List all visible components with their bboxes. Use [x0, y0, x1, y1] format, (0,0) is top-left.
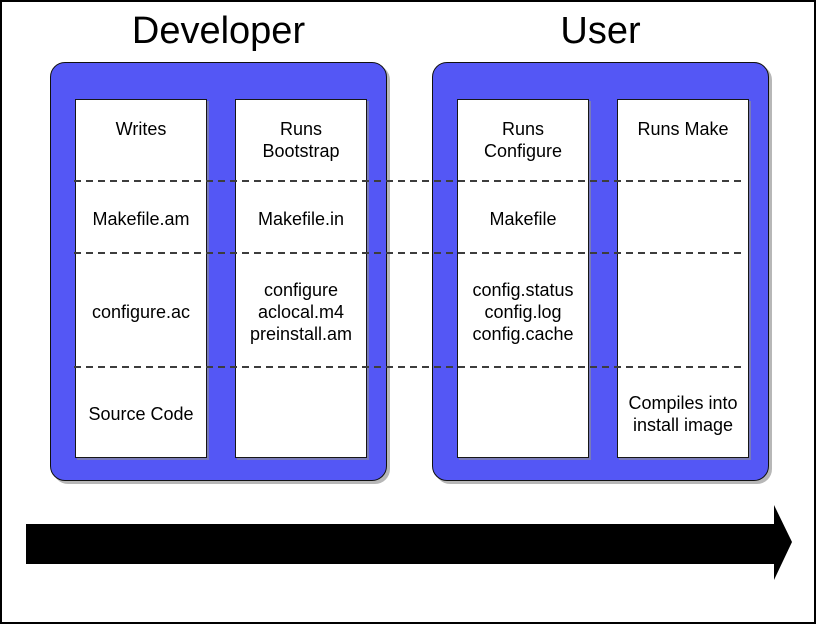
- user-configure-column: Runs Configure Makefile config.status co…: [457, 99, 589, 458]
- user-make-column: Runs Make Compiles into install image: [617, 99, 749, 458]
- diagram-cell: [618, 255, 748, 369]
- flow-arrow: [26, 505, 792, 580]
- diagram-cell: configure.ac: [91, 302, 191, 322]
- user-box: Runs Configure Makefile config.status co…: [432, 62, 769, 481]
- diagram-cell: Runs Configure: [483, 119, 563, 161]
- dashed-connector-line: [74, 252, 746, 254]
- dashed-connector-line: [74, 180, 746, 182]
- diagram-cell: Makefile.in: [257, 209, 345, 229]
- diagram-cell: Runs Make: [637, 119, 729, 139]
- developer-writes-column: Writes Makefile.am configure.ac Source C…: [75, 99, 207, 458]
- flow-arrow-shape: [26, 505, 792, 580]
- developer-box: Writes Makefile.am configure.ac Source C…: [50, 62, 387, 481]
- diagram-cell: [458, 369, 588, 459]
- developer-bootstrap-column: Runs Bootstrap Makefile.in configure acl…: [235, 99, 367, 458]
- developer-title: Developer: [131, 10, 306, 52]
- diagram-cell: Runs Bootstrap: [262, 119, 340, 161]
- diagram-cell: Makefile.am: [92, 209, 190, 229]
- diagram-cell: config.status config.log config.cache: [472, 280, 574, 344]
- diagram-cell: Source Code: [88, 404, 194, 424]
- diagram-cell: Compiles into install image: [628, 393, 738, 435]
- dashed-connector-line: [74, 366, 746, 368]
- diagram-cell: configure aclocal.m4 preinstall.am: [249, 280, 353, 344]
- diagram-cell: [618, 183, 748, 255]
- diagram-cell: [236, 369, 366, 459]
- diagram-cell: Makefile: [489, 209, 557, 229]
- diagram-cell: Writes: [115, 119, 167, 139]
- user-title: User: [560, 10, 641, 52]
